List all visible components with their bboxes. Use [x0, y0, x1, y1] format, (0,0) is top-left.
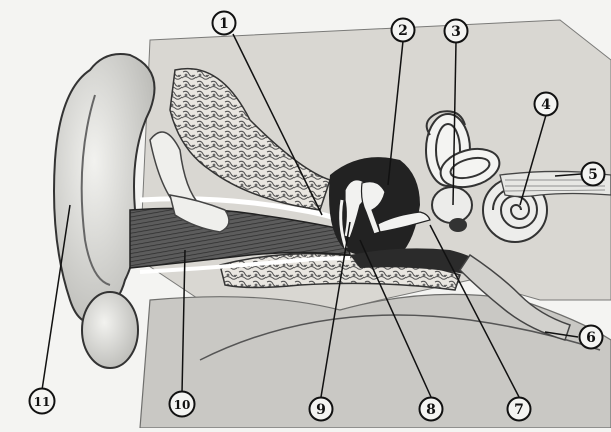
label-1: 1 [219, 16, 229, 32]
callout-6: 6 [580, 326, 603, 349]
label-3: 3 [451, 24, 461, 40]
callout-1: 1 [213, 12, 236, 35]
label-2: 2 [398, 23, 408, 39]
label-8: 8 [426, 402, 436, 418]
callout-10: 10 [170, 392, 195, 417]
label-4: 4 [541, 97, 551, 113]
callout-7: 7 [508, 398, 531, 421]
label-9: 9 [316, 402, 326, 418]
label-11: 11 [34, 395, 51, 409]
callout-9: 9 [310, 398, 333, 421]
callout-8: 8 [420, 398, 443, 421]
vestibule [432, 187, 472, 223]
callout-2: 2 [392, 19, 415, 42]
callout-11: 11 [30, 389, 55, 414]
callout-5: 5 [582, 163, 605, 186]
callout-4: 4 [535, 93, 558, 116]
earlobe [82, 292, 138, 368]
label-6: 6 [586, 330, 596, 346]
callout-3: 3 [445, 20, 468, 43]
label-7: 7 [514, 402, 524, 418]
label-5: 5 [588, 167, 598, 183]
label-10: 10 [174, 398, 191, 412]
